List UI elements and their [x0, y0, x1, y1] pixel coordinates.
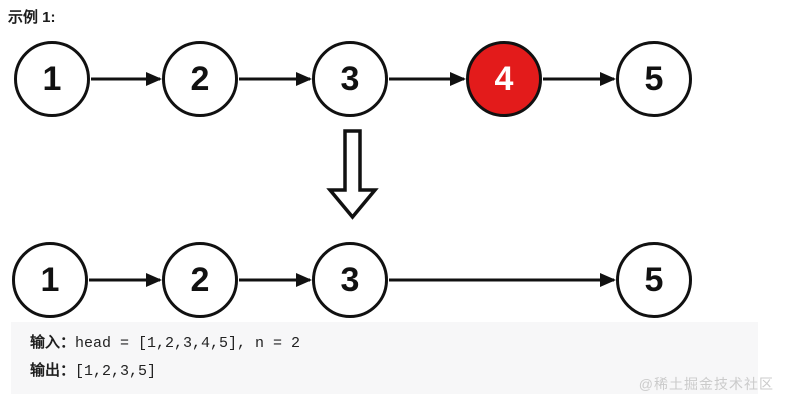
output-line: 输出：[1,2,3,5]	[30, 357, 758, 385]
watermark: @稀土掘金技术社区	[638, 376, 774, 392]
list-node: 5	[616, 242, 692, 318]
list-node: 2	[162, 242, 238, 318]
list-node: 5	[616, 41, 692, 117]
node-value: 3	[340, 59, 360, 98]
list-node: 3	[312, 242, 388, 318]
input-value: head = [1,2,3,4,5], n = 2	[75, 335, 301, 352]
example-title: 示例 1:	[8, 9, 56, 26]
node-value: 2	[190, 260, 210, 299]
output-value: [1,2,3,5]	[75, 363, 157, 380]
list-node: 1	[14, 41, 90, 117]
transform-down-arrow-icon	[326, 129, 379, 220]
node-value: 4	[494, 59, 514, 98]
node-value: 3	[340, 260, 360, 299]
list-node: 1	[12, 242, 88, 318]
list-node: 3	[312, 41, 388, 117]
node-value: 5	[644, 59, 664, 98]
node-value: 1	[42, 59, 62, 98]
node-value: 2	[190, 59, 210, 98]
list-node-highlighted: 4	[466, 41, 542, 117]
input-label: 输入：	[30, 334, 76, 351]
list-node: 2	[162, 41, 238, 117]
input-line: 输入：head = [1,2,3,4,5], n = 2	[30, 329, 758, 357]
node-value: 5	[644, 260, 664, 299]
node-value: 1	[40, 260, 60, 299]
output-label: 输出：	[30, 362, 76, 379]
io-panel: 输入：head = [1,2,3,4,5], n = 2 输出：[1,2,3,5…	[11, 322, 758, 394]
